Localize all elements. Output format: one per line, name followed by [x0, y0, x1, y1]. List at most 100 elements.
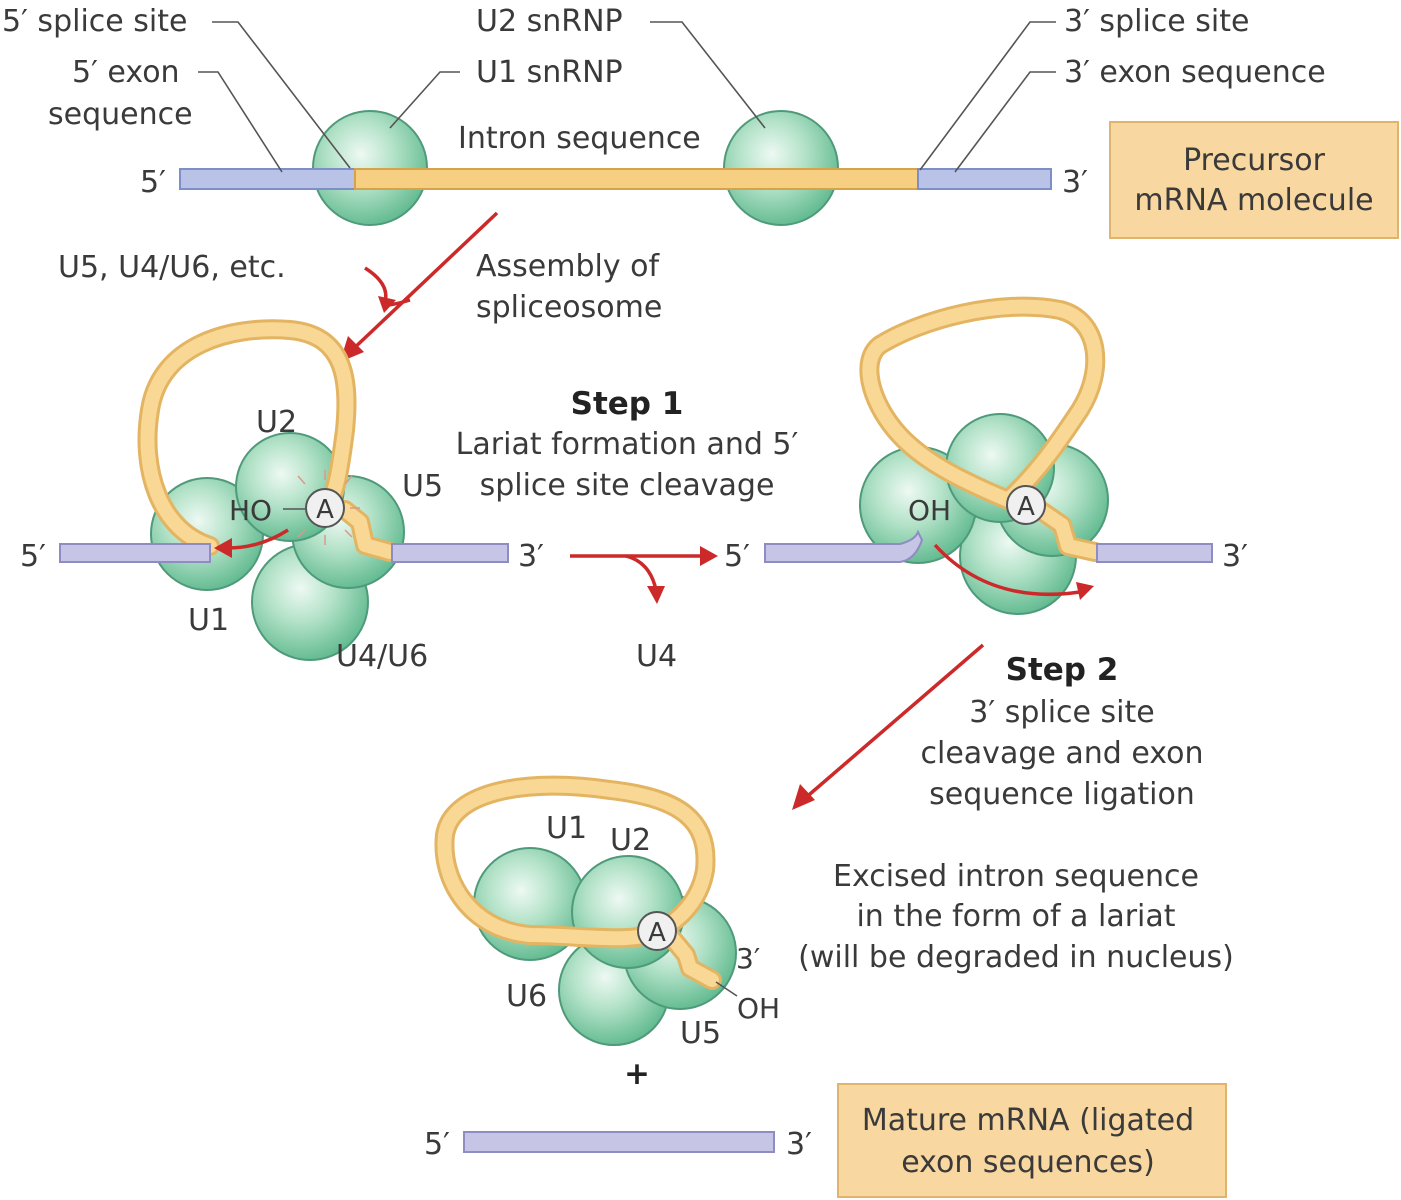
- leader-three-exon: [954, 71, 1056, 173]
- assembly-arrow: [348, 211, 499, 354]
- intron-sequence-label: Intron sequence: [458, 121, 701, 156]
- bottom-intron-tail-fill: [665, 931, 719, 987]
- precursor-label-2: mRNA molecule: [1134, 183, 1373, 218]
- five-exon-label-2: sequence: [48, 97, 193, 132]
- three-splice-site-label: 3′ splice site: [1064, 4, 1249, 39]
- mature-five-prime-label: 5′: [424, 1127, 450, 1162]
- leader-u2-snrnp: [650, 21, 766, 129]
- precursor-label-1: Precursor: [1183, 143, 1326, 178]
- excised-lariat: A U1 U2 U6 U5 3′ OH: [434, 775, 780, 1051]
- mature-label-1: Mature mRNA (ligated: [862, 1103, 1194, 1138]
- step1-title: Step 1: [571, 386, 684, 422]
- right-intron-tail-fill: [1033, 503, 1102, 559]
- u4-release-arrow: [625, 554, 658, 591]
- step2-title: Step 2: [1006, 652, 1119, 688]
- left-u2-label: U2: [256, 405, 297, 440]
- right-five-prime-label: 5′: [724, 539, 750, 574]
- bottom-three-prime-label: 3′: [736, 942, 760, 975]
- bottom-u2-label: U2: [610, 823, 651, 858]
- u2-snrnp-label: U2 snRNP: [476, 4, 623, 39]
- left-spark: [297, 470, 360, 545]
- bottom-oh-label: OH: [737, 992, 780, 1025]
- leader-three-splice-site: [919, 21, 1056, 171]
- left-five-prime-label: 5′: [20, 539, 46, 574]
- right-three-exon: [1096, 543, 1213, 563]
- left-three-prime-label: 3′: [518, 539, 544, 574]
- bottom-u1-label: U1: [546, 811, 587, 846]
- step2-line-2: cleavage and exon: [921, 736, 1204, 771]
- mature-strand: [463, 1131, 775, 1153]
- u1-snrnp-label: U1 snRNP: [476, 55, 623, 90]
- top-five-prime-label: 5′: [140, 165, 166, 200]
- bottom-u6-label: U6: [506, 979, 547, 1014]
- right-ligation-arrowhead: [1076, 582, 1094, 600]
- bottom-oh-tick: [715, 981, 738, 997]
- excised-line-1: Excised intron sequence: [833, 859, 1199, 894]
- leader-five-splice-site: [212, 21, 351, 169]
- five-exon-strand: [179, 168, 356, 190]
- right-five-exon: [764, 529, 924, 563]
- excised-text: Excised intron sequence in the form of a…: [798, 859, 1234, 975]
- excised-line-3: (will be degraded in nucleus): [798, 940, 1234, 975]
- left-attack-arrowhead: [214, 538, 232, 558]
- left-ho-label: HO: [229, 494, 272, 527]
- left-u1-label: U1: [188, 603, 229, 638]
- top-three-prime-label: 3′: [1062, 165, 1088, 200]
- left-five-exon: [59, 543, 211, 563]
- left-intron-tail-fill: [338, 503, 397, 559]
- u4-label: U4: [636, 639, 677, 674]
- five-exon-label-1: 5′ exon: [72, 55, 180, 90]
- step2-line-3: sequence ligation: [929, 777, 1195, 812]
- right-branch-a-label: A: [1017, 492, 1035, 522]
- right-lariat-fill: [862, 299, 1103, 507]
- bottom-u5-label: U5: [680, 1016, 721, 1051]
- step2-group: Step 2 3′ splice site cleavage and exon …: [792, 643, 1204, 812]
- mature-label-2: exon sequences): [901, 1145, 1155, 1180]
- excised-line-2: in the form of a lariat: [856, 899, 1175, 934]
- three-exon-strand: [917, 168, 1052, 190]
- step2-arrowhead: [792, 784, 815, 810]
- assembly-arrow-group: U5, U4/U6, etc. Assembly of spliceosome: [58, 211, 662, 362]
- leader-five-exon: [198, 71, 283, 173]
- u4-release-arrowhead: [647, 586, 665, 604]
- incoming-snrnp-arrowhead: [378, 296, 396, 313]
- left-lariat-fill: [140, 322, 354, 553]
- bottom-branch-a-circle: [637, 911, 677, 951]
- step1-line-1: Lariat formation and 5′: [456, 427, 799, 462]
- step1-arrowhead: [700, 546, 718, 566]
- step1-text: Step 1 Lariat formation and 5′ splice si…: [456, 386, 799, 503]
- left-u4u6-label: U4/U6: [336, 639, 428, 674]
- intron-strand: [354, 168, 919, 190]
- step2-arrow: [801, 643, 985, 802]
- mature-box: [837, 1083, 1227, 1198]
- assembly-label-1: Assembly of: [476, 249, 660, 284]
- five-splice-site-label: 5′ splice site: [2, 4, 187, 39]
- mature-mrna: 5′ 3′ Mature mRNA (ligated exon sequence…: [424, 1083, 1227, 1198]
- left-attack-arrow: [227, 528, 289, 550]
- precursor-section: 5′ splice site 5′ exon sequence U2 snRNP…: [2, 4, 1399, 239]
- step1-line-2: splice site cleavage: [480, 468, 775, 503]
- mature-three-prime-label: 3′: [786, 1127, 812, 1162]
- step2-line-1: 3′ splice site: [969, 695, 1154, 730]
- left-branch-a-circle: [305, 488, 345, 528]
- right-three-prime-label: 3′: [1222, 539, 1248, 574]
- plus-sign: +: [624, 1056, 650, 1092]
- bottom-u2-ball: [571, 855, 685, 969]
- right-branch-a-circle: [1006, 485, 1046, 525]
- bottom-lariat-fill: [437, 778, 713, 946]
- assembly-label-2: spliceosome: [476, 290, 662, 325]
- spliceosome-right: A OH 5′ 3′: [724, 296, 1248, 615]
- left-branch-a-label: A: [316, 495, 334, 525]
- u5-u4u6-etc-label: U5, U4/U6, etc.: [58, 250, 286, 285]
- leader-u1-snrnp: [389, 71, 460, 129]
- bottom-branch-a-label: A: [648, 918, 666, 948]
- spliceosome-left: A HO U2 U5 U1 U4/U6 5′ 3′: [20, 319, 544, 674]
- precursor-box: [1109, 121, 1399, 239]
- right-ligation-arrow: [933, 543, 1081, 597]
- left-three-exon: [391, 543, 509, 563]
- step1-arrow-group: U4: [570, 546, 718, 674]
- left-u5-label: U5: [402, 469, 443, 504]
- right-oh-label: OH: [908, 494, 951, 527]
- three-exon-sequence-label: 3′ exon sequence: [1064, 55, 1326, 90]
